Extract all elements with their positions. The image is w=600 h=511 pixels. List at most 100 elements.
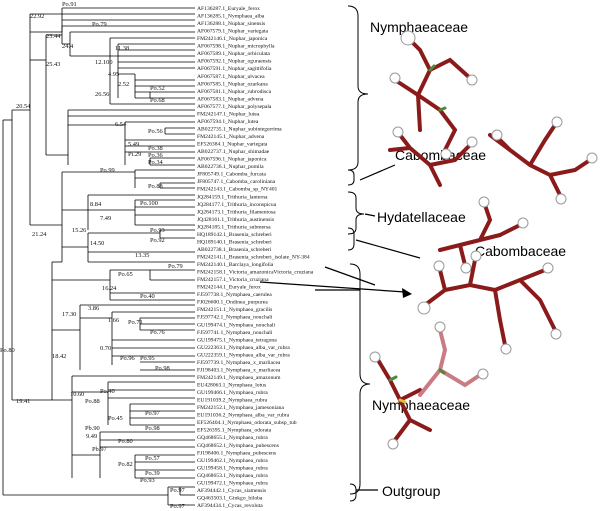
tree-branches <box>2 7 195 506</box>
node-label: Po.76 <box>150 329 165 336</box>
leaf-label: AF136288.1_Nuphar_sinensis <box>197 21 265 27</box>
brace-outgroup <box>349 483 357 502</box>
node-label: Po.65 <box>118 271 133 278</box>
leaf-label: AF394442.1_Cycas_siamensis <box>197 488 266 494</box>
node-label: Po.40 <box>100 388 115 395</box>
node-label: 6.54 <box>115 121 127 128</box>
node-label: Po.93 <box>140 477 155 484</box>
leaf-label: GU199466.1_Nymphaea_rubra <box>197 390 268 396</box>
leaf-label: FM242144.1_Euryale_ferox <box>197 284 261 291</box>
rna-structure-4 <box>438 196 529 274</box>
leaf-label: FJ026600.1_Ondinea_purpurea <box>197 300 268 306</box>
leaf-label: JQ284177.1_Trithuria_inconspicua <box>197 202 277 208</box>
node-label: Po.91 <box>62 1 77 8</box>
node-labels: 22.92 Po.91 23.44 Po.79 24.4 25.43 11.38… <box>0 1 186 510</box>
node-label: 22.92 <box>30 13 44 20</box>
brace-nymphaeaceae-bottom <box>349 263 371 495</box>
rna-structure-2 <box>388 126 478 187</box>
leaf-label: EF526404.1_Nymphaea_odorata_subsp_tub <box>197 420 297 426</box>
node-label: Po.45 <box>108 415 123 422</box>
leaf-label: AF067592.1_Nuphar_oguraensis <box>197 59 271 65</box>
node-label: Po.98 <box>145 425 160 432</box>
leaf-label: FM242158.1_Victoria_amazonicaVictoria_cr… <box>197 270 314 276</box>
node-label: Po.79 <box>92 21 107 28</box>
node-label: Po.79 <box>168 263 183 270</box>
node-label: 7.49 <box>100 215 111 222</box>
node-label: 25.43 <box>46 61 60 68</box>
leaf-label: GQ463503.1_Ginkgo_biloba <box>197 496 263 502</box>
node-label: 0.70 <box>100 345 111 352</box>
node-label: 12.100 <box>95 59 113 66</box>
leaf-label: AB022738.1_Brasenia_schreberi <box>197 247 272 253</box>
node-label: 17.30 <box>62 311 76 318</box>
node-label: Po.82 <box>118 461 133 468</box>
leaf-label: AB022737.1_Nuphar_shimadae <box>197 149 270 155</box>
node-label: 4.95 <box>108 71 119 78</box>
leaf-label: GU199474.1_Nymphaea_nouchali <box>197 322 276 328</box>
node-label: 19.41 <box>16 398 30 405</box>
node-label: Po.88 <box>85 398 100 405</box>
leaf-label: GU222363.1_Nymphaea_alba_var_rubra <box>197 345 290 351</box>
leaf-label: AF067585.1_Nuphar_ozarkana <box>197 81 268 87</box>
rna-structure-5 <box>417 250 562 355</box>
node-label: Po.56 <box>148 128 163 135</box>
leaf-label: GQ468653.1_Nymphaea_rubra <box>197 473 268 479</box>
leaf-label: HQ189140.1_Brasenia_schreberi <box>197 239 272 245</box>
leaf-label: GU199472.1_Nymphaea_rubra <box>197 480 268 486</box>
node-label: Po.93 <box>150 227 165 234</box>
leaf-label: FJ198406.1_Nymphaea_pubescens <box>197 450 276 456</box>
arrow-to-structure <box>259 281 406 293</box>
node-label: Po.52 <box>150 85 165 92</box>
node-label: 3.86 <box>88 305 99 312</box>
node-label: Po.97 <box>170 487 186 494</box>
leaf-label: AF067594.1_Nuphar_lutea <box>197 119 259 125</box>
leaf-label: FJ597742.1_Nymphaea_nouchali <box>197 315 273 321</box>
leaf-label: FJ597738.1_Nymphaea_caerulea <box>197 292 272 298</box>
leaf-label: FM242151.1_Nymphaea_gracilis <box>197 307 272 313</box>
leaf-label: FM242141.1_Brasenia_schreberi_isolate_NY… <box>197 255 310 261</box>
leaf-label: GU222359.1_Nymphaea_alba_var_rubra <box>197 352 290 358</box>
node-label: 5.49 <box>128 141 139 148</box>
leaf-label: AF067581.1_Nuphar_rubrodisca <box>197 89 272 95</box>
leaf-label: FJ198403.1_Nymphaea_x_marliacea <box>197 368 281 374</box>
leaf-label: AF067598.1_Nuphar_microphylla <box>197 44 275 50</box>
family-label-nymphaeaceae-top: Nymphaeaceae <box>370 19 468 35</box>
rna-structure-6 <box>369 321 489 450</box>
node-label: Po.80 <box>0 347 15 354</box>
leaf-label: FM242146.1_Nuphar_japonica <box>197 36 268 42</box>
leaf-label: AF136285.1_Nymphaea_alba <box>197 14 265 20</box>
node-label: Po.57 <box>145 455 161 462</box>
leaf-label: JQ284185.1_Trithuria_submersa <box>197 224 271 230</box>
leaf-label: JQ284159.1_Trithuria_lanterna <box>197 194 268 200</box>
leaf-label: AF067579.1_Nuphar_variegata <box>197 29 269 35</box>
leaf-label: JF805749.1_Cabomba_furcata <box>197 171 266 178</box>
leaf-label: GU199475.1_Nymphaea_tetragona <box>197 337 277 343</box>
leaf-label: GQ468652.1_Nymphaea_pubescens <box>197 443 279 449</box>
node-label: Po.40 <box>140 293 155 300</box>
node-label: Po.95 <box>140 355 155 362</box>
leaf-label: FJ597739.1_Nymphaea_x_marliacea <box>197 360 281 366</box>
family-label-hydatellaceae: Hydatellaceae <box>377 209 466 225</box>
leaf-labels: AF136287.1_Euryale_feroxAF136285.1_Nymph… <box>197 5 314 509</box>
family-label-cabombaceae-mid: Cabombaceae <box>475 243 566 259</box>
leaf-label: FM242147.1_Nuphar_lutea <box>197 111 260 117</box>
leaf-label: AF067583.1_Nuphar_advena <box>197 96 264 102</box>
node-label: 11.38 <box>115 45 129 52</box>
node-label: Po.36 <box>148 152 163 159</box>
node-label: Po.92 <box>150 237 165 244</box>
leaf-label: FM242143.1_Cabomba_sp_NY401 <box>197 187 278 193</box>
arrow-head <box>402 288 412 298</box>
leaf-label: AF394434.1_Cycas_revoluta <box>197 503 263 509</box>
node-label: Po.97 <box>145 410 161 417</box>
node-label: Po.39 <box>145 470 160 477</box>
node-label: Po.38 <box>148 145 163 152</box>
leaf-label: AB022735.1_Nuphar_subintegerrima <box>197 127 282 133</box>
leaf-label: JF805747.1_Cabomba_caroliniana <box>197 179 276 185</box>
leaf-label: AF067587.1_Nuphar_ulvacea <box>197 74 265 80</box>
node-label: 14.50 <box>90 240 104 247</box>
node-label: 16.24 <box>102 285 117 292</box>
leaf-label: FM242145.1_Nuphar_advena <box>197 134 265 140</box>
node-label: Po.98 <box>155 365 170 372</box>
node-label: 8.84 <box>90 201 102 208</box>
